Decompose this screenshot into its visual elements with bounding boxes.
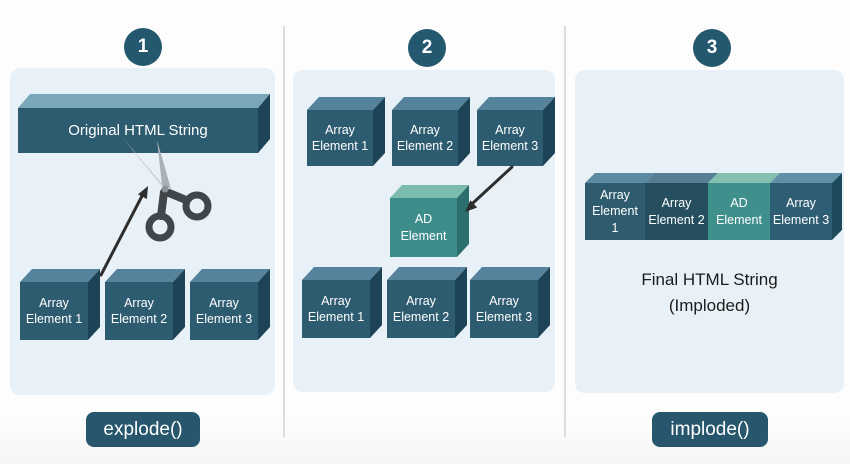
array-element-3-box: Array Element 3 [190, 268, 270, 340]
box-label: Array Element 1 [311, 122, 369, 153]
segment-front-face: Array Element 2 [645, 183, 708, 240]
box-front-face: Array Element 3 [190, 282, 258, 340]
box-label: Array Element 1 [307, 293, 365, 324]
array-element-2-box: Array Element 2 [105, 268, 185, 340]
segment-front-face: AD Element [708, 183, 770, 240]
panel-divider-1 [283, 26, 285, 437]
array-element-1-box: Array Element 1 [20, 268, 100, 340]
implode-label: implode() [670, 418, 750, 440]
box-label: Original HTML String [68, 121, 208, 139]
imploded-segment-2: Array Element 2 [645, 173, 718, 240]
panel-divider-2 [564, 26, 566, 437]
box-label: Array Element 2 [110, 295, 168, 326]
box-label: Array Element 3 [475, 293, 533, 324]
step-2-number: 2 [421, 37, 433, 58]
original-html-string-box: Original HTML String [18, 93, 270, 153]
step-3-number: 3 [706, 37, 718, 58]
array-element-3-box: Array Element 3 [470, 266, 550, 338]
array-element-1-box: Array Element 1 [302, 266, 382, 338]
segment-label: Array Element 3 [772, 196, 830, 227]
segment-top-face [770, 173, 842, 183]
caption-line-2: (Imploded) [668, 295, 751, 315]
step-2-badge: 2 [408, 29, 446, 67]
box-label: Array Element 1 [25, 295, 83, 326]
explode-label: explode() [103, 418, 183, 440]
explode-function-pill: explode() [86, 412, 200, 447]
segment-top-face [585, 173, 655, 183]
array-element-1-box: Array Element 1 [307, 96, 385, 166]
segment-front-face: Array Element 1 [585, 183, 645, 240]
box-label: AD Element [400, 212, 447, 243]
step-1-number: 1 [137, 36, 149, 57]
segment-label: Array Element 1 [592, 188, 638, 235]
caption-line-1: Final HTML String [641, 270, 778, 289]
imploded-segment-1: Array Element 1 [585, 173, 655, 240]
imploded-segment-3: Array Element 3 [770, 173, 842, 240]
box-label: Array Element 2 [392, 293, 450, 324]
step-1-badge: 1 [124, 28, 162, 66]
array-element-2-box: Array Element 2 [392, 96, 470, 166]
segment-top-face [645, 173, 718, 183]
box-front-face: Array Element 3 [470, 280, 538, 338]
box-front-face: Array Element 2 [387, 280, 455, 338]
ad-element-box: AD Element [390, 184, 469, 257]
box-top-face [18, 94, 270, 108]
segment-front-face: Array Element 3 [770, 183, 832, 240]
final-string-caption: Final HTML String (Imploded) [575, 267, 844, 318]
imploded-segment-ad: AD Element [708, 173, 780, 240]
step-3-badge: 3 [693, 29, 731, 67]
box-front-face: Array Element 1 [307, 110, 373, 166]
box-front-face: Original HTML String [18, 108, 258, 153]
box-front-face: Array Element 1 [20, 282, 88, 340]
array-element-2-box: Array Element 2 [387, 266, 467, 338]
array-element-3-box: Array Element 3 [477, 96, 555, 166]
implode-function-pill: implode() [652, 412, 768, 447]
box-front-face: Array Element 3 [477, 110, 543, 166]
box-front-face: Array Element 2 [392, 110, 458, 166]
segment-label: AD Element [716, 196, 762, 227]
box-label: Array Element 3 [481, 122, 539, 153]
segment-side-face [832, 173, 842, 240]
box-label: Array Element 2 [396, 122, 454, 153]
box-front-face: Array Element 1 [302, 280, 370, 338]
box-label: Array Element 3 [195, 295, 253, 326]
segment-top-face [708, 173, 780, 183]
box-front-face: Array Element 2 [105, 282, 173, 340]
box-front-face: AD Element [390, 198, 457, 257]
segment-label: Array Element 2 [648, 196, 705, 227]
